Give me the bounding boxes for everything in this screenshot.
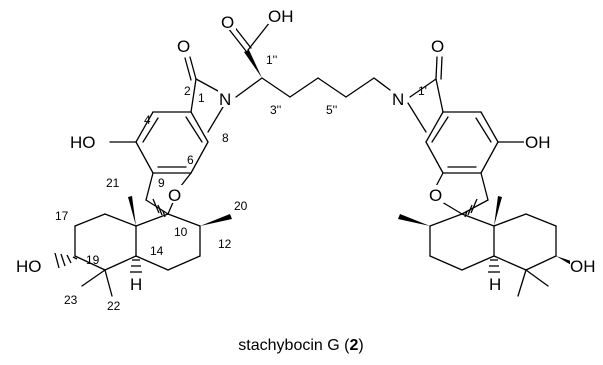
atom-o-furan-left: O [168,186,181,205]
locant-c2: 2 [184,84,191,98]
atom-o-carbonyl-left: O [177,37,190,56]
locant-c19: 19 [86,253,100,267]
atom-labels: O N HO O HO H O OH N O OH O H OH [16,6,602,294]
compound-caption: stachybocin G (2) [238,337,363,354]
atom-h-right: H [489,275,501,294]
atom-n-right: N [392,90,404,109]
atom-ho-c4: HO [70,133,96,152]
locant-c22: 22 [107,299,121,313]
locant-c1p: 1' [418,84,427,98]
locant-c3pp: 3'' [270,103,281,117]
hashed-bond-c9 [152,198,166,218]
hashed-bond-h-right [488,259,500,273]
wedge-bond-c21 [128,196,136,226]
locant-c4: 4 [144,113,151,127]
atom-ho-left: HO [16,257,42,276]
atom-h14: H [130,275,142,294]
hashed-bond-h14 [130,259,142,273]
locant-c10: 10 [174,225,188,239]
locant-c12: 12 [218,237,232,251]
locant-c1: 1 [198,91,205,105]
locant-c8: 8 [222,131,229,145]
locant-c21: 21 [106,176,120,190]
right-half-skeleton [407,56,557,297]
locant-c23: 23 [64,293,78,307]
wedge-bond-cooh [244,50,262,78]
atom-oh-right: OH [570,257,596,276]
compound-number: 2 [349,337,358,354]
atom-oh-acid: OH [268,7,294,26]
compound-name: stachybocin G [238,337,339,354]
locant-labels: 1 2 4 6 8 9 10 12 14 17 19 20 21 22 23 1… [55,53,427,313]
wedge-bond-right-methyl [398,214,430,226]
locant-c6: 6 [187,153,194,167]
central-chain [227,21,391,98]
wedge-bond-right-c21 [494,196,502,226]
locant-c17: 17 [55,209,69,223]
atom-o-carbonyl-right: O [431,37,444,56]
locant-c9: 9 [158,176,165,190]
locant-c1pp: 1'' [266,53,277,67]
wedge-bond-c20 [200,214,232,226]
hashed-bond-right-c9 [464,198,478,218]
atom-oh-right-aryl: OH [525,133,551,152]
atom-o-furan-right: O [429,186,442,205]
locant-c5pp: 5'' [326,103,337,117]
atom-o-acid: O [221,13,234,32]
locant-c14: 14 [150,244,164,258]
locant-c20: 20 [234,199,248,213]
atom-n-left: N [219,90,231,109]
hashed-bond-oh-left [54,252,78,269]
